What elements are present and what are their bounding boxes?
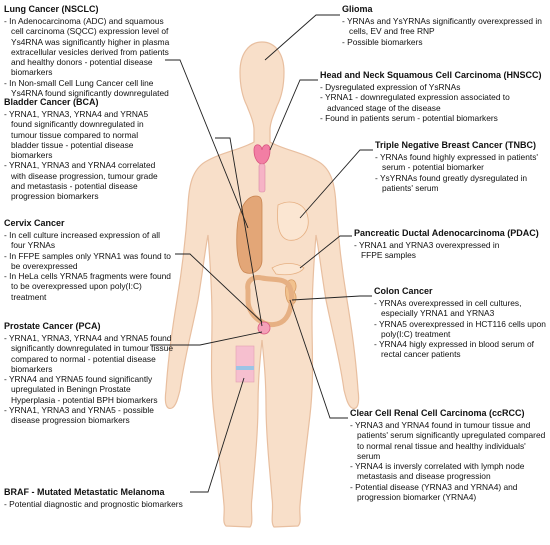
section-title: Clear Cell Renal Cell Carcinoma (ccRCC) (350, 408, 525, 418)
section-title: Colon Cancer (374, 286, 433, 296)
leader-hnscc (269, 79, 318, 151)
section-pdac: Pancreatic Ductal Adenocarcinoma (PDAC) … (354, 228, 546, 261)
trachea-organ (258, 163, 266, 193)
section-braf-melanoma: BRAF - Mutated Metastatic Melanoma Poten… (4, 487, 204, 509)
pancreas-organ (271, 263, 305, 276)
section-glioma: Glioma YRNAs and YsYRNAs significantly o… (342, 4, 542, 47)
section-item: YRNA3 and YRNA4 found in tumour tissue a… (350, 420, 546, 461)
section-title: BRAF - Mutated Metastatic Melanoma (4, 487, 165, 497)
section-item: Dysregulated expression of YsRNAs (320, 82, 546, 92)
section-item: YRNA5 overexpressed in HCT116 cells upon… (374, 319, 546, 340)
section-item: YRNA1, YRNA3, YRNA4 and YRNA5 found sign… (4, 333, 174, 374)
section-items: Dysregulated expression of YsRNAs YRNA1 … (320, 82, 546, 123)
section-title: Lung Cancer (NSCLC) (4, 4, 99, 14)
section-item: YRNA1 and YRNA3 overexpressed in FFPE sa… (354, 240, 511, 261)
section-item: YRNAs overexpressed in cell cultures, es… (374, 298, 546, 319)
section-items: In cell culture increased expression of … (4, 230, 172, 302)
section-title: Bladder Cancer (BCA) (4, 97, 99, 107)
bladder-organ (257, 321, 271, 335)
leader-glioma (264, 14, 340, 61)
body-silhouette (164, 41, 360, 528)
section-item: YRNA4 and YRNA5 found significantly upre… (4, 374, 174, 405)
section-items: YRNA1 and YRNA3 overexpressed in FFPE sa… (354, 240, 546, 261)
section-item: In FFPE samples only YRNA1 was found to … (4, 251, 172, 272)
section-item: YsYRNAs found greatly dysregulated in pa… (375, 173, 547, 194)
section-hnscc: Head and Neck Squamous Cell Carcinoma (H… (320, 70, 546, 123)
leader-tnbc (299, 149, 373, 219)
section-item: Possible biomarkers (342, 37, 542, 47)
section-title: Triple Negative Breast Cancer (TNBC) (375, 140, 537, 150)
section-title: Prostate Cancer (PCA) (4, 321, 101, 331)
leader-colon (291, 295, 372, 301)
section-item: YRNA4 higly expressed in blood serum of … (374, 339, 546, 360)
leader-braf (190, 377, 245, 493)
section-bladder-cancer: Bladder Cancer (BCA) YRNA1, YRNA3, YRNA4… (4, 97, 164, 202)
section-items: YRNA1, YRNA3, YRNA4 and YRNA5 found sign… (4, 109, 164, 202)
section-item: Potential diagnostic and prognostic biom… (4, 499, 204, 509)
section-colon-cancer: Colon Cancer YRNAs overexpressed in cell… (374, 286, 546, 360)
section-items: YRNA1, YRNA3, YRNA4 and YRNA5 found sign… (4, 333, 174, 426)
section-item: YRNAs and YsYRNAs significantly overexpr… (342, 16, 542, 37)
section-items: YRNAs and YsYRNAs significantly overexpr… (342, 16, 542, 47)
breast-organ (277, 201, 309, 241)
section-item: YRNA1 - downregulated expression associa… (320, 92, 546, 113)
section-tnbc: Triple Negative Breast Cancer (TNBC) YRN… (375, 140, 547, 193)
section-lung-cancer: Lung Cancer (NSCLC) In Adenocarcinoma (A… (4, 4, 176, 98)
section-item: In HeLa cells YRNA5 fragments were found… (4, 271, 172, 302)
section-item: YRNA1, YRNA3 and YRNA5 - possible diseas… (4, 405, 174, 426)
leader-bladder (215, 137, 263, 327)
section-title: Glioma (342, 4, 373, 14)
section-item: YRNAs found highly expressed in patients… (375, 152, 547, 173)
section-prostate-cancer: Prostate Cancer (PCA) YRNA1, YRNA3, YRNA… (4, 321, 174, 426)
section-title: Head and Neck Squamous Cell Carcinoma (H… (320, 70, 542, 80)
section-item: YRNA1, YRNA3 and YRNA4 correlated with d… (4, 160, 164, 201)
leader-ccrcc (289, 299, 348, 419)
section-item: Potential disease (YRNA3 and YRNA4) and … (350, 482, 546, 503)
section-items: Potential diagnostic and prognostic biom… (4, 499, 204, 509)
section-item: In cell culture increased expression of … (4, 230, 172, 251)
section-item: In Adenocarcinoma (ADC) and squamous cel… (4, 16, 176, 78)
body-outline (164, 41, 360, 528)
section-items: YRNAs overexpressed in cell cultures, es… (374, 298, 546, 360)
section-item: YRNA4 is inversly correlated with lymph … (350, 461, 546, 482)
leader-cervix (175, 253, 263, 323)
section-item: Found in patients serum - potential biom… (320, 113, 546, 123)
section-items: YRNA3 and YRNA4 found in tumour tissue a… (350, 420, 546, 502)
leader-pdac (299, 235, 352, 269)
section-ccrcc: Clear Cell Renal Cell Carcinoma (ccRCC) … (350, 408, 546, 502)
section-cervix-cancer: Cervix Cancer In cell culture increased … (4, 218, 172, 302)
section-item: YRNA1, YRNA3, YRNA4 and YRNA5 found sign… (4, 109, 164, 160)
section-title: Cervix Cancer (4, 218, 65, 228)
section-items: YRNAs found highly expressed in patients… (375, 152, 547, 193)
section-item: In Non-small Cell Lung Cancer cell line … (4, 78, 176, 99)
section-items: In Adenocarcinoma (ADC) and squamous cel… (4, 16, 176, 98)
skin-patch-band (236, 366, 254, 370)
section-title: Pancreatic Ductal Adenocarcinoma (PDAC) (354, 228, 539, 238)
skin-patch (235, 345, 255, 383)
